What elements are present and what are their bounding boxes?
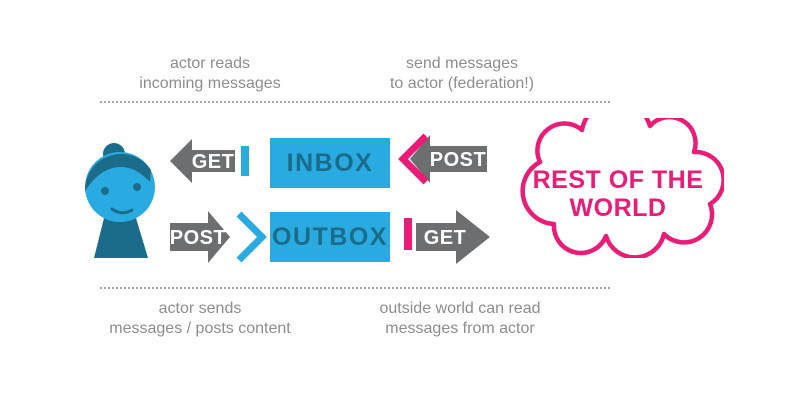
outbox-box: OUTBOX	[270, 212, 390, 262]
inbox-box: INBOX	[270, 138, 390, 188]
annotation-line: outside world can read	[379, 300, 541, 317]
rest-of-world-cloud: REST OF THE WORLD	[520, 118, 724, 258]
annotation-bottom-right: outside world can read messages from act…	[330, 299, 590, 339]
outbox-get-bar	[404, 218, 412, 250]
outbox-post-arrow-icon: POST	[170, 211, 267, 263]
outbox-get-arrow-icon: GET	[416, 210, 490, 264]
annotation-line: send messages	[405, 55, 519, 72]
inbox-label: INBOX	[286, 148, 374, 177]
dotted-separator-top	[100, 101, 610, 103]
annotation-line: to actor (federation!)	[389, 75, 535, 92]
dotted-separator-bottom	[100, 287, 610, 289]
inbox-get-bar	[241, 146, 249, 176]
annotation-top-left: actor reads incoming messages	[80, 54, 340, 94]
inbox-post-arrow-icon: POST	[398, 133, 487, 185]
person-avatar-icon	[84, 143, 155, 258]
outbox-get-label: GET	[424, 227, 467, 249]
inbox-get-label: GET	[192, 151, 235, 173]
cloud-text-line1: REST OF THE	[533, 166, 704, 194]
annotation-line: incoming messages	[139, 75, 281, 92]
outbox-post-label: POST	[170, 227, 226, 249]
inbox-get-arrow-icon: GET	[170, 139, 235, 183]
annotation-bottom-left: actor sends messages / posts content	[70, 299, 330, 339]
annotation-line: actor sends	[158, 300, 242, 317]
inbox-post-label: POST	[430, 149, 486, 171]
annotation-top-right: send messages to actor (federation!)	[332, 54, 592, 94]
annotation-line: actor reads	[169, 55, 251, 72]
cloud-text-line2: WORLD	[570, 194, 667, 222]
annotation-line: messages from actor	[385, 320, 535, 337]
annotation-line: messages / posts content	[109, 320, 291, 337]
outbox-label: OUTBOX	[272, 222, 388, 251]
